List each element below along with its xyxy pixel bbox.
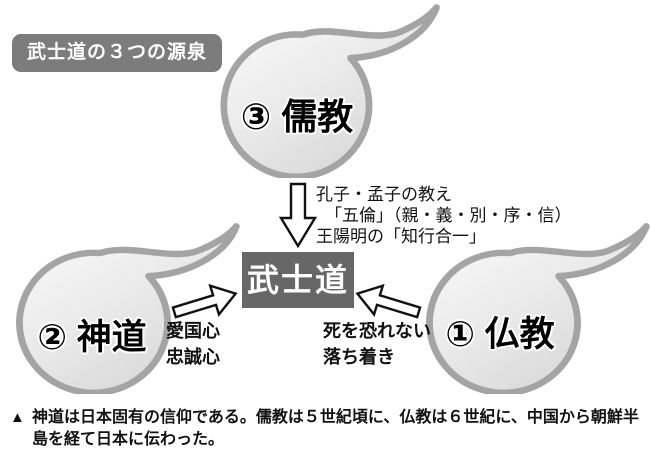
source-label-buddhism: ① 仏教: [445, 315, 555, 354]
teardrop-shape-buddhism-icon: [426, 223, 650, 394]
influence-line: 「五倫」（親・義・別・序・信）: [325, 206, 572, 225]
influence-note-shinto: 愛国心 忠誠心: [166, 318, 220, 370]
source-label-shinto: ② 神道: [37, 318, 147, 357]
influence-note-buddhism: 死を恐れない 落ち着き: [323, 318, 431, 370]
caption-line: 島を経て日本に伝わった。: [32, 431, 225, 448]
caption: ▲ 神道は日本固有の信仰である。儒教は５世紀頃に、仏教は６世紀に、中国から朝鮮半…: [10, 407, 650, 451]
teardrop-shape-shinto-icon: [16, 223, 240, 394]
teardrop-shape-confucianism-icon: [220, 4, 440, 178]
influence-line: 愛国心: [166, 321, 220, 341]
influence-line: 落ち着き: [323, 347, 395, 367]
influence-line: 死を恐れない: [323, 321, 431, 341]
arrow-down-icon: [278, 182, 318, 249]
influence-line: 王陽明の「知行合一」: [316, 227, 486, 246]
influence-line: 孔子・孟子の教え: [316, 185, 452, 204]
influence-note-confucianism: 孔子・孟子の教え 「五倫」（親・義・別・序・信） 王陽明の「知行合一」: [316, 184, 572, 247]
bushido-center-box: 武士道: [242, 252, 354, 308]
triangle-marker-icon: ▲: [10, 409, 25, 426]
source-label-confucianism: ③ 儒教: [240, 96, 354, 137]
arrow-left-icon: [355, 283, 422, 319]
diagram-title-badge: 武士道の３つの源泉: [12, 34, 223, 72]
influence-line: 忠誠心: [166, 347, 220, 367]
caption-line: 神道は日本固有の信仰である。儒教は５世紀頃に、仏教は６世紀に、中国から朝鮮半: [32, 409, 639, 426]
arrow-right-icon: [171, 283, 238, 319]
